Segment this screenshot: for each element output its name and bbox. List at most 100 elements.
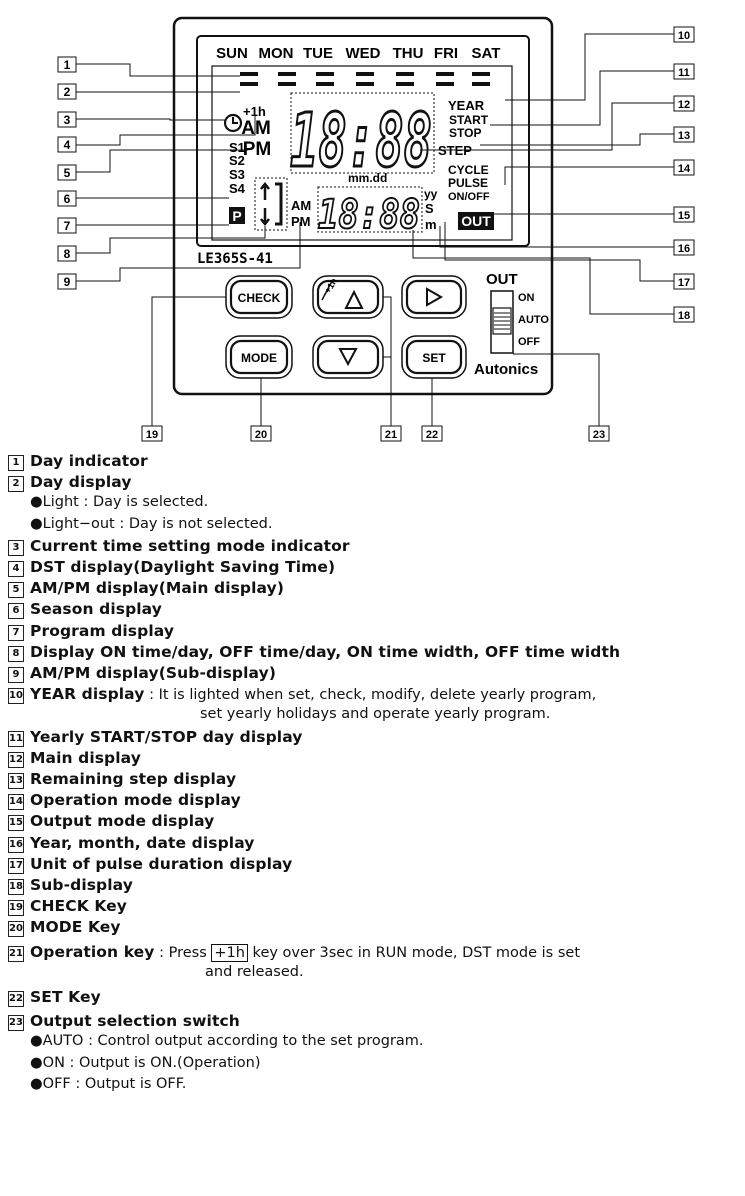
legend-label: AM/PM display(Main display) bbox=[30, 579, 285, 598]
legend-item-14: 14 Operation mode display bbox=[8, 791, 241, 811]
svg-text:13: 13 bbox=[678, 130, 690, 142]
callout-7: 7 bbox=[57, 217, 77, 234]
legend-number: 2 bbox=[8, 476, 24, 493]
callout-3: 3 bbox=[57, 111, 77, 128]
legend-label: Current time setting mode indicator bbox=[30, 536, 350, 555]
callout-2: 2 bbox=[57, 83, 77, 100]
svg-text:S3: S3 bbox=[229, 167, 245, 182]
legend-number: 6 bbox=[8, 603, 24, 620]
callout-19: 19 bbox=[141, 425, 163, 442]
svg-text:18:88: 18:88 bbox=[290, 98, 432, 184]
legend-number: 13 bbox=[8, 773, 24, 789]
day-label: FRI bbox=[434, 45, 458, 62]
switch-off-label: OFF bbox=[518, 336, 540, 348]
svg-text:17: 17 bbox=[678, 277, 690, 289]
switch-on-label: ON bbox=[518, 292, 535, 304]
right-key[interactable] bbox=[401, 275, 467, 319]
set-key[interactable]: SET bbox=[401, 335, 467, 379]
program-badge bbox=[229, 207, 245, 224]
down-key[interactable] bbox=[312, 335, 384, 379]
svg-text:S4: S4 bbox=[229, 181, 246, 196]
sub-display-box bbox=[317, 186, 423, 233]
callout-11: 11 bbox=[673, 63, 695, 80]
stop-label: STOP bbox=[449, 126, 481, 140]
main-digits: 18:88 bbox=[289, 97, 434, 186]
up-arrow-icon bbox=[344, 289, 364, 309]
legend-label: Operation key bbox=[30, 942, 155, 961]
legend-label: Output selection switch bbox=[30, 1012, 240, 1031]
legend-label: Output mode display bbox=[30, 812, 215, 831]
legend-label: MODE Key bbox=[30, 918, 121, 937]
legend-item-3: 3 Current time setting mode indicator bbox=[8, 537, 350, 556]
callout-4: 4 bbox=[57, 136, 77, 153]
legend-desc: : It is lighted when set, check, modify,… bbox=[144, 687, 597, 704]
callout-1: 1 bbox=[57, 56, 77, 73]
legend-number: 4 bbox=[8, 561, 24, 577]
legend-number: 12 bbox=[8, 751, 24, 768]
svg-text:SET: SET bbox=[422, 351, 446, 365]
legend-number: 10 bbox=[8, 688, 24, 705]
down-arrow-icon bbox=[338, 348, 358, 367]
svg-text:2: 2 bbox=[64, 85, 71, 99]
svg-text:11: 11 bbox=[678, 67, 690, 79]
legend-number: 21 bbox=[8, 945, 24, 962]
plus1h-indicator: +1h bbox=[243, 104, 266, 119]
callout-20: 20 bbox=[250, 425, 272, 442]
legend-item-6: 6 Season display bbox=[8, 600, 162, 620]
s-label: S bbox=[425, 201, 434, 216]
lcd-inner-frame bbox=[211, 65, 513, 241]
up-key[interactable]: +1h bbox=[312, 275, 384, 319]
svg-text:15: 15 bbox=[678, 210, 690, 222]
onoff-label: ON/OFF bbox=[448, 191, 490, 203]
sub-pm: PM bbox=[291, 214, 311, 229]
legend-number: 3 bbox=[8, 539, 24, 556]
svg-text:9: 9 bbox=[64, 275, 71, 289]
svg-text:23: 23 bbox=[593, 429, 605, 441]
main-right-labels: YEAR START STOP STEP CYCLE PULSE ON/OFF bbox=[438, 98, 490, 203]
legend-label: Operation mode display bbox=[30, 791, 241, 810]
svg-text:CHECK: CHECK bbox=[238, 291, 281, 305]
day-label: THU bbox=[393, 45, 424, 62]
svg-text:5: 5 bbox=[64, 166, 71, 180]
pulse-label: PULSE bbox=[448, 176, 488, 190]
output-selection-switch[interactable] bbox=[490, 290, 514, 354]
legend-desc-continued: and released. bbox=[205, 963, 304, 980]
callout-8: 8 bbox=[57, 245, 77, 262]
mode-key[interactable]: MODE bbox=[225, 335, 293, 379]
leader-lines bbox=[76, 33, 674, 426]
legend-number: 14 bbox=[8, 794, 24, 811]
check-key[interactable]: CHECK bbox=[225, 275, 293, 319]
legend-desc: key over 3sec in RUN mode, DST mode is s… bbox=[247, 944, 581, 961]
legend-number: 8 bbox=[8, 645, 24, 662]
day-label: MON bbox=[259, 45, 294, 62]
legend-label: Season display bbox=[30, 600, 162, 619]
clock-icon bbox=[223, 113, 243, 133]
callout-5: 5 bbox=[57, 164, 77, 181]
legend-label: Program display bbox=[30, 621, 175, 640]
legend-number: 19 bbox=[8, 900, 24, 917]
day-label: SAT bbox=[472, 45, 501, 62]
yy-label: yy bbox=[424, 187, 438, 201]
out-badge-label: OUT bbox=[461, 213, 491, 229]
legend-number: 18 bbox=[8, 879, 24, 895]
legend-number: 22 bbox=[8, 991, 24, 1007]
day-label: TUE bbox=[303, 45, 333, 62]
main-am: AM bbox=[241, 118, 271, 139]
callout-13: 13 bbox=[673, 126, 695, 143]
legend-number: 7 bbox=[8, 624, 24, 641]
legend-number: 17 bbox=[8, 857, 24, 874]
day-label: WED bbox=[346, 45, 381, 62]
plus1h-key-ref: +1h bbox=[211, 943, 248, 962]
legend-label: DST display(Daylight Saving Time) bbox=[30, 558, 336, 576]
callout-17: 17 bbox=[673, 273, 695, 290]
sub-digits: 18:88 bbox=[318, 192, 420, 238]
legend-label: SET Key bbox=[30, 988, 101, 1006]
year-label: YEAR bbox=[448, 98, 485, 113]
callout-12: 12 bbox=[673, 95, 695, 112]
